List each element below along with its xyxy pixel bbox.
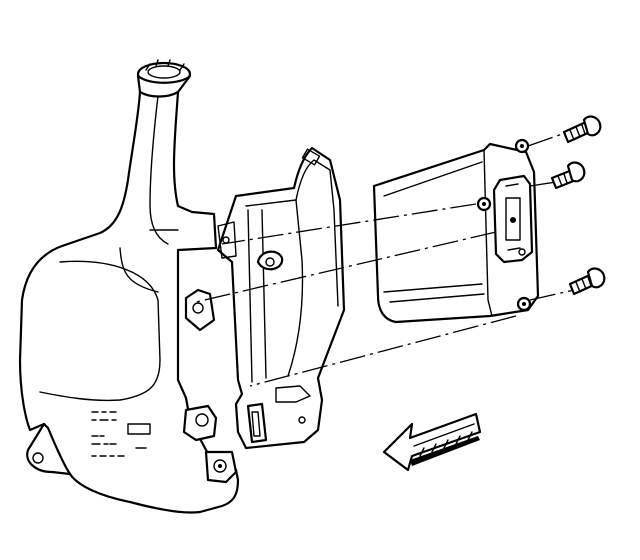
fastener-bolt-middle: [550, 161, 586, 190]
module-housing: [372, 138, 540, 324]
molded-marking-block: [91, 411, 151, 457]
washer-fluid-reservoir: [18, 90, 240, 514]
front-direction-arrow: [382, 412, 482, 472]
fastener-bolt-lower: [568, 267, 606, 296]
pump-grommet: [182, 404, 238, 484]
assembly-centerlines: [195, 131, 575, 387]
module-connector: [492, 174, 534, 264]
mounting-bracket: [184, 146, 346, 450]
fastener-bolt-upper: [562, 115, 602, 144]
filler-neck-cap: [136, 59, 192, 98]
